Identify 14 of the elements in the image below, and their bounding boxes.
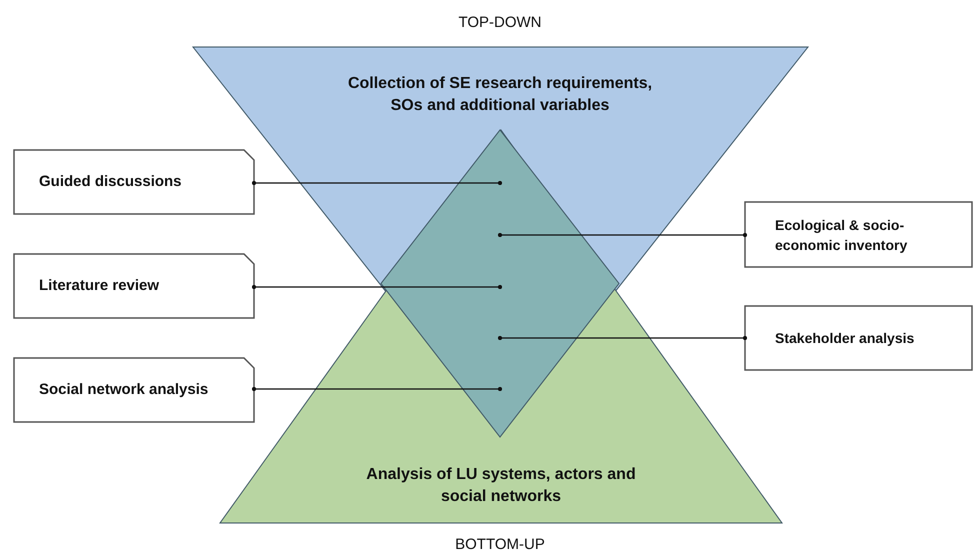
box-label: Ecological & socio-economic inventory bbox=[775, 216, 908, 254]
box-label: Stakeholder analysis bbox=[775, 329, 916, 348]
leader-line bbox=[498, 232, 748, 238]
box-label: Literature review bbox=[39, 276, 160, 296]
leader-line bbox=[498, 336, 748, 340]
box-label: Guided discussions bbox=[39, 172, 182, 192]
direction-label: TOP-DOWN bbox=[458, 14, 542, 31]
section-heading: Collection of SE research requirements, SOs and additional variables bbox=[346, 74, 654, 116]
leader-line bbox=[252, 284, 502, 290]
leader-line bbox=[252, 180, 502, 186]
section-heading: Analysis of LU systems, actors and social networks bbox=[366, 465, 636, 507]
direction-label: BOTTOM-UP bbox=[455, 536, 545, 553]
leader-line bbox=[252, 386, 502, 392]
box-label: Social network analysis bbox=[39, 380, 208, 400]
